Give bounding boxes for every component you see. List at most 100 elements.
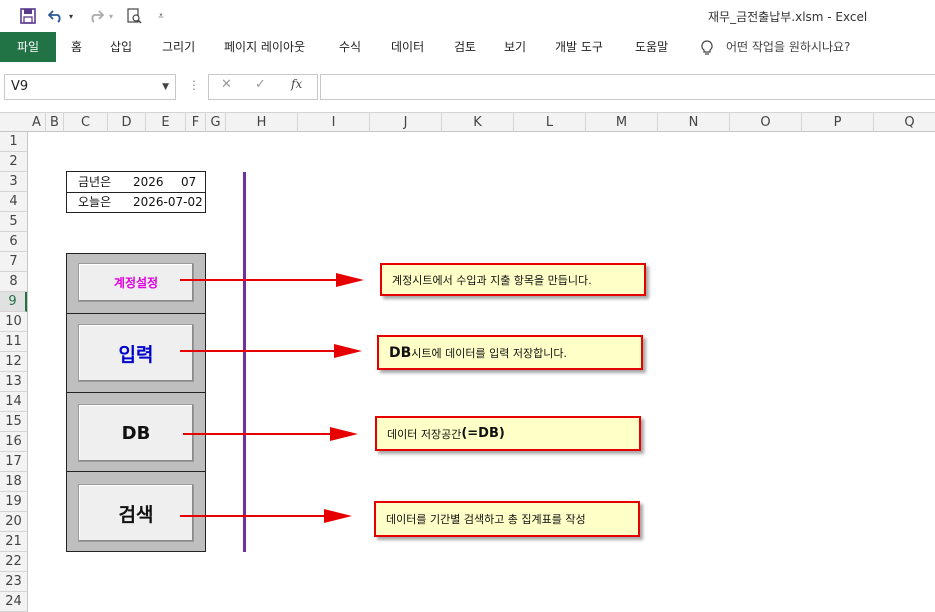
- row-header-14[interactable]: 14: [0, 392, 27, 412]
- column-header-d[interactable]: D: [108, 113, 146, 132]
- row-header-15[interactable]: 15: [0, 412, 27, 432]
- chevron-down-icon[interactable]: ▼: [162, 82, 169, 92]
- ribbon-tabs: 파일 홈 삽입 그리기 페이지 레이아웃 수식 데이터 검토 보기 개발 도구 …: [0, 32, 935, 62]
- arrow-account: [180, 273, 364, 287]
- tab-review[interactable]: 검토: [454, 40, 477, 54]
- row-header-6[interactable]: 6: [0, 232, 27, 252]
- redo-icon[interactable]: [86, 6, 106, 26]
- customize-qat-icon[interactable]: ⩡: [158, 10, 164, 22]
- row-header-12[interactable]: 12: [0, 352, 27, 372]
- column-header-q[interactable]: Q: [874, 113, 935, 132]
- formula-buttons: ✕ ✓ fx: [208, 74, 318, 100]
- name-box[interactable]: V9 ▼: [4, 74, 176, 100]
- note-db-main: 데이터 저장공간: [387, 427, 462, 441]
- formula-bar: V9 ▼ ⋮ ✕ ✓ fx: [0, 70, 935, 104]
- row-header-21[interactable]: 21: [0, 532, 27, 552]
- column-header-a[interactable]: A: [28, 113, 46, 132]
- column-header-h[interactable]: H: [226, 113, 298, 132]
- name-box-value: V9: [11, 79, 29, 94]
- tab-file[interactable]: 파일: [0, 32, 56, 62]
- row-header-20[interactable]: 20: [0, 512, 27, 532]
- column-header-g[interactable]: G: [206, 113, 226, 132]
- search-button[interactable]: 검색: [78, 484, 194, 542]
- tab-view[interactable]: 보기: [504, 40, 527, 54]
- tab-draw[interactable]: 그리기: [162, 40, 196, 54]
- row-header-23[interactable]: 23: [0, 572, 27, 592]
- row-header-18[interactable]: 18: [0, 472, 27, 492]
- column-header-n[interactable]: N: [658, 113, 730, 132]
- row-header-16[interactable]: 16: [0, 432, 27, 452]
- title-bar: ▾ ▾ ⩡ 재무_금전출납부.xlsm - Excel: [0, 0, 935, 32]
- account-panel: 계정설정: [66, 253, 206, 314]
- save-icon[interactable]: [18, 6, 38, 26]
- today-value: 2026-07-02: [133, 195, 203, 209]
- column-header-c[interactable]: C: [64, 113, 108, 132]
- row-header-5[interactable]: 5: [0, 212, 27, 232]
- column-header-m[interactable]: M: [586, 113, 658, 132]
- column-header-p[interactable]: P: [802, 113, 874, 132]
- row-header-2[interactable]: 2: [0, 152, 27, 172]
- enter-icon[interactable]: ✓: [255, 77, 266, 92]
- print-preview-icon[interactable]: [124, 6, 144, 26]
- column-header-k[interactable]: K: [442, 113, 514, 132]
- column-header-o[interactable]: O: [730, 113, 802, 132]
- row-header-3[interactable]: 3: [0, 172, 27, 192]
- tab-help[interactable]: 도움말: [635, 40, 669, 54]
- column-header-l[interactable]: L: [514, 113, 586, 132]
- input-panel: 입력: [66, 313, 206, 393]
- today-label: 오늘은: [78, 195, 112, 209]
- column-header-i[interactable]: I: [298, 113, 370, 132]
- formula-input[interactable]: [320, 74, 935, 100]
- year-label: 금년은: [78, 175, 112, 189]
- undo-dropdown-icon[interactable]: ▾: [68, 11, 73, 21]
- row-header-19[interactable]: 19: [0, 492, 27, 512]
- tab-developer[interactable]: 개발 도구: [555, 40, 603, 54]
- note-db: 데이터 저장공간 (=DB): [375, 416, 641, 451]
- tab-insert[interactable]: 삽입: [110, 40, 133, 54]
- undo-icon[interactable]: [46, 6, 66, 26]
- note-input-prefix: DB: [389, 344, 412, 361]
- input-label: 입력: [118, 343, 154, 366]
- tab-data[interactable]: 데이터: [391, 40, 425, 54]
- redo-dropdown-icon[interactable]: ▾: [108, 11, 113, 21]
- tab-formulas[interactable]: 수식: [339, 40, 362, 54]
- row-header-4[interactable]: 4: [0, 192, 27, 212]
- note-input-rest: 시트에 데이터를 입력 저장합니다.: [411, 346, 567, 360]
- today-row: 오늘은 2026-07-02: [67, 192, 205, 212]
- row-header-7[interactable]: 7: [0, 252, 27, 272]
- arrow-db: [183, 427, 358, 441]
- search-panel: 검색: [66, 471, 206, 552]
- column-header-f[interactable]: F: [186, 113, 206, 132]
- tell-me-search[interactable]: 어떤 작업을 원하시나요?: [726, 40, 851, 54]
- column-header-b[interactable]: B: [46, 113, 64, 132]
- note-db-bold: (=DB): [461, 426, 505, 441]
- tab-page-layout[interactable]: 페이지 레이아웃: [224, 40, 306, 54]
- row-header-9[interactable]: 9: [0, 292, 27, 312]
- insert-function-icon[interactable]: fx: [291, 77, 303, 91]
- month-value: 07: [181, 175, 197, 189]
- cancel-icon[interactable]: ✕: [221, 77, 232, 92]
- year-row: 금년은 2026 07: [67, 172, 205, 193]
- row-header-8[interactable]: 8: [0, 272, 27, 292]
- more-options-icon[interactable]: ⋮: [188, 78, 200, 92]
- account-settings-label: 계정설정: [113, 276, 159, 290]
- tab-home[interactable]: 홈: [71, 40, 83, 54]
- column-header-e[interactable]: E: [146, 113, 186, 132]
- column-header-j[interactable]: J: [370, 113, 442, 132]
- date-info-box: 금년은 2026 07 오늘은 2026-07-02: [66, 171, 206, 213]
- row-header-22[interactable]: 22: [0, 552, 27, 572]
- row-header-11[interactable]: 11: [0, 332, 27, 352]
- row-header-17[interactable]: 17: [0, 452, 27, 472]
- lightbulb-icon[interactable]: [698, 32, 716, 62]
- db-label: DB: [121, 422, 151, 444]
- note-search-text: 데이터를 기간별 검색하고 총 집계표를 작성: [386, 513, 586, 526]
- row-header-10[interactable]: 10: [0, 312, 27, 332]
- account-settings-button[interactable]: 계정설정: [78, 263, 194, 302]
- row-header-1[interactable]: 1: [0, 132, 27, 152]
- input-button[interactable]: 입력: [78, 324, 194, 382]
- db-button[interactable]: DB: [78, 404, 194, 462]
- row-header-13[interactable]: 13: [0, 372, 27, 392]
